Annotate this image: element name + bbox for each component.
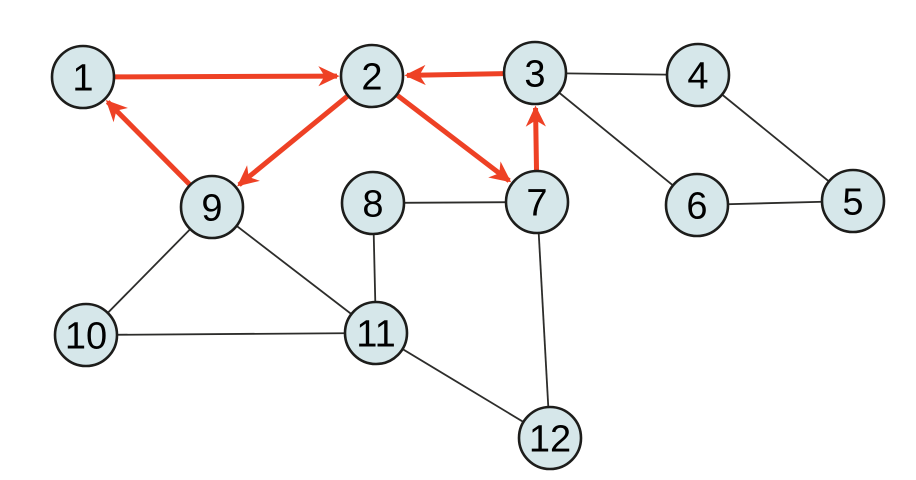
graph-node-4: 4 xyxy=(665,42,731,108)
node-label-2: 2 xyxy=(361,57,382,99)
graph-node-6: 6 xyxy=(664,172,730,238)
node-label-10: 10 xyxy=(65,316,107,358)
node-label-8: 8 xyxy=(362,184,383,226)
edge-11-12 xyxy=(375,332,551,439)
node-circle-8 xyxy=(340,170,406,236)
edge-7-12 xyxy=(536,201,551,439)
node-circle-9 xyxy=(179,174,245,240)
node-circle-4 xyxy=(665,42,731,108)
node-label-1: 1 xyxy=(72,58,93,100)
graph-node-10: 10 xyxy=(53,302,119,368)
node-circle-2 xyxy=(339,43,405,109)
node-circle-5 xyxy=(820,168,886,234)
edge-4-5 xyxy=(697,74,854,202)
graph-node-1: 1 xyxy=(50,44,116,110)
graph-node-7: 7 xyxy=(504,169,570,235)
node-label-9: 9 xyxy=(201,188,222,230)
graph-node-8: 8 xyxy=(340,170,406,236)
graph-node-12: 12 xyxy=(517,405,583,471)
node-label-7: 7 xyxy=(526,183,547,225)
node-label-12: 12 xyxy=(529,419,571,461)
graph-node-11: 11 xyxy=(343,300,409,366)
directed-edge-2-7 xyxy=(395,92,512,183)
edge-3-6 xyxy=(534,72,698,206)
node-label-4: 4 xyxy=(687,56,708,98)
node-circle-12 xyxy=(517,405,583,471)
graph-node-5: 5 xyxy=(820,168,886,234)
node-label-11: 11 xyxy=(356,314,395,356)
node-circle-7 xyxy=(504,169,570,235)
directed-edges-layer xyxy=(105,64,546,187)
directed-edge-1-2 xyxy=(113,66,340,87)
node-circle-1 xyxy=(50,44,116,110)
node-label-5: 5 xyxy=(842,182,863,224)
edge-9-11 xyxy=(211,206,377,334)
node-circle-6 xyxy=(664,172,730,238)
directed-edge-7-3 xyxy=(525,105,546,172)
edge-10-11 xyxy=(85,332,377,336)
graph-node-3: 3 xyxy=(502,40,568,106)
node-label-6: 6 xyxy=(686,186,707,228)
directed-edge-2-9 xyxy=(237,93,350,187)
node-circle-10 xyxy=(53,302,119,368)
node-circle-3 xyxy=(502,40,568,106)
directed-edge-3-2 xyxy=(404,64,505,86)
node-circle-11 xyxy=(343,300,409,366)
undirected-edges-layer xyxy=(85,72,854,439)
graph-node-9: 9 xyxy=(179,174,245,240)
directed-edge-9-1 xyxy=(105,100,192,187)
graph-node-2: 2 xyxy=(339,43,405,109)
node-label-3: 3 xyxy=(524,54,545,96)
